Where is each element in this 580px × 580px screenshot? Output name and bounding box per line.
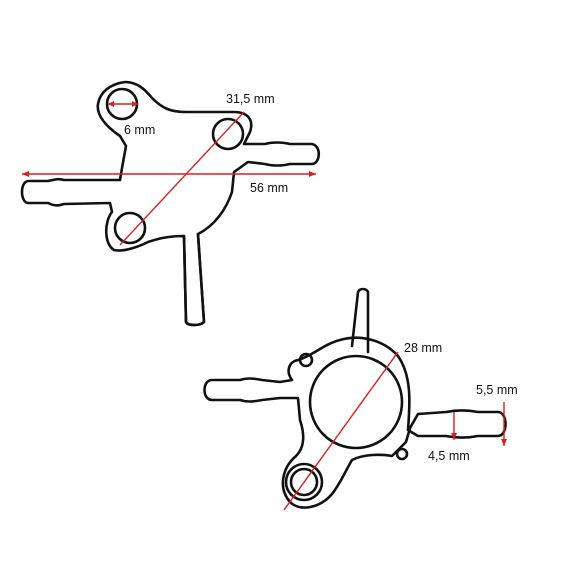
bottom-bore-ring-outer [284, 462, 324, 502]
bottom-dimensions [283, 351, 507, 511]
total-length-label: 56 mm [250, 181, 288, 195]
hole-spacing-line [119, 111, 245, 246]
total-length-arrow-right [309, 171, 316, 177]
bottom-housing-outline [203, 336, 507, 509]
hole-diameter-arrow-right [132, 101, 138, 107]
center-bore-line [283, 351, 399, 511]
top-bracket-shaft [182, 232, 206, 327]
hole-spacing-label: 31,5 mm [226, 92, 275, 106]
top-hole-right [211, 117, 245, 151]
top-dimensions [22, 101, 316, 246]
bottom-bore-ring-inner [289, 467, 319, 497]
bottom-small-hole-right [395, 447, 409, 461]
total-length-arrow-left [22, 171, 29, 177]
bottom-housing [203, 287, 507, 509]
hole-diameter-label: 6 mm [124, 123, 155, 137]
hole-diameter-arrow-left [108, 101, 114, 107]
top-bracket-outline [20, 80, 321, 327]
top-hole-bottom [113, 211, 147, 245]
nozzle-base-label: 4,5 mm [428, 449, 470, 463]
bottom-small-hole-top [298, 352, 314, 368]
nozzle-tip-arrow [501, 439, 507, 446]
bottom-housing-spike [350, 287, 370, 354]
top-bracket [20, 80, 321, 327]
center-bore-label: 28 mm [404, 341, 442, 355]
nozzle-base-arrow [451, 433, 457, 440]
bottom-center-bore [308, 354, 404, 450]
nozzle-tip-label: 5,5 mm [476, 383, 518, 397]
